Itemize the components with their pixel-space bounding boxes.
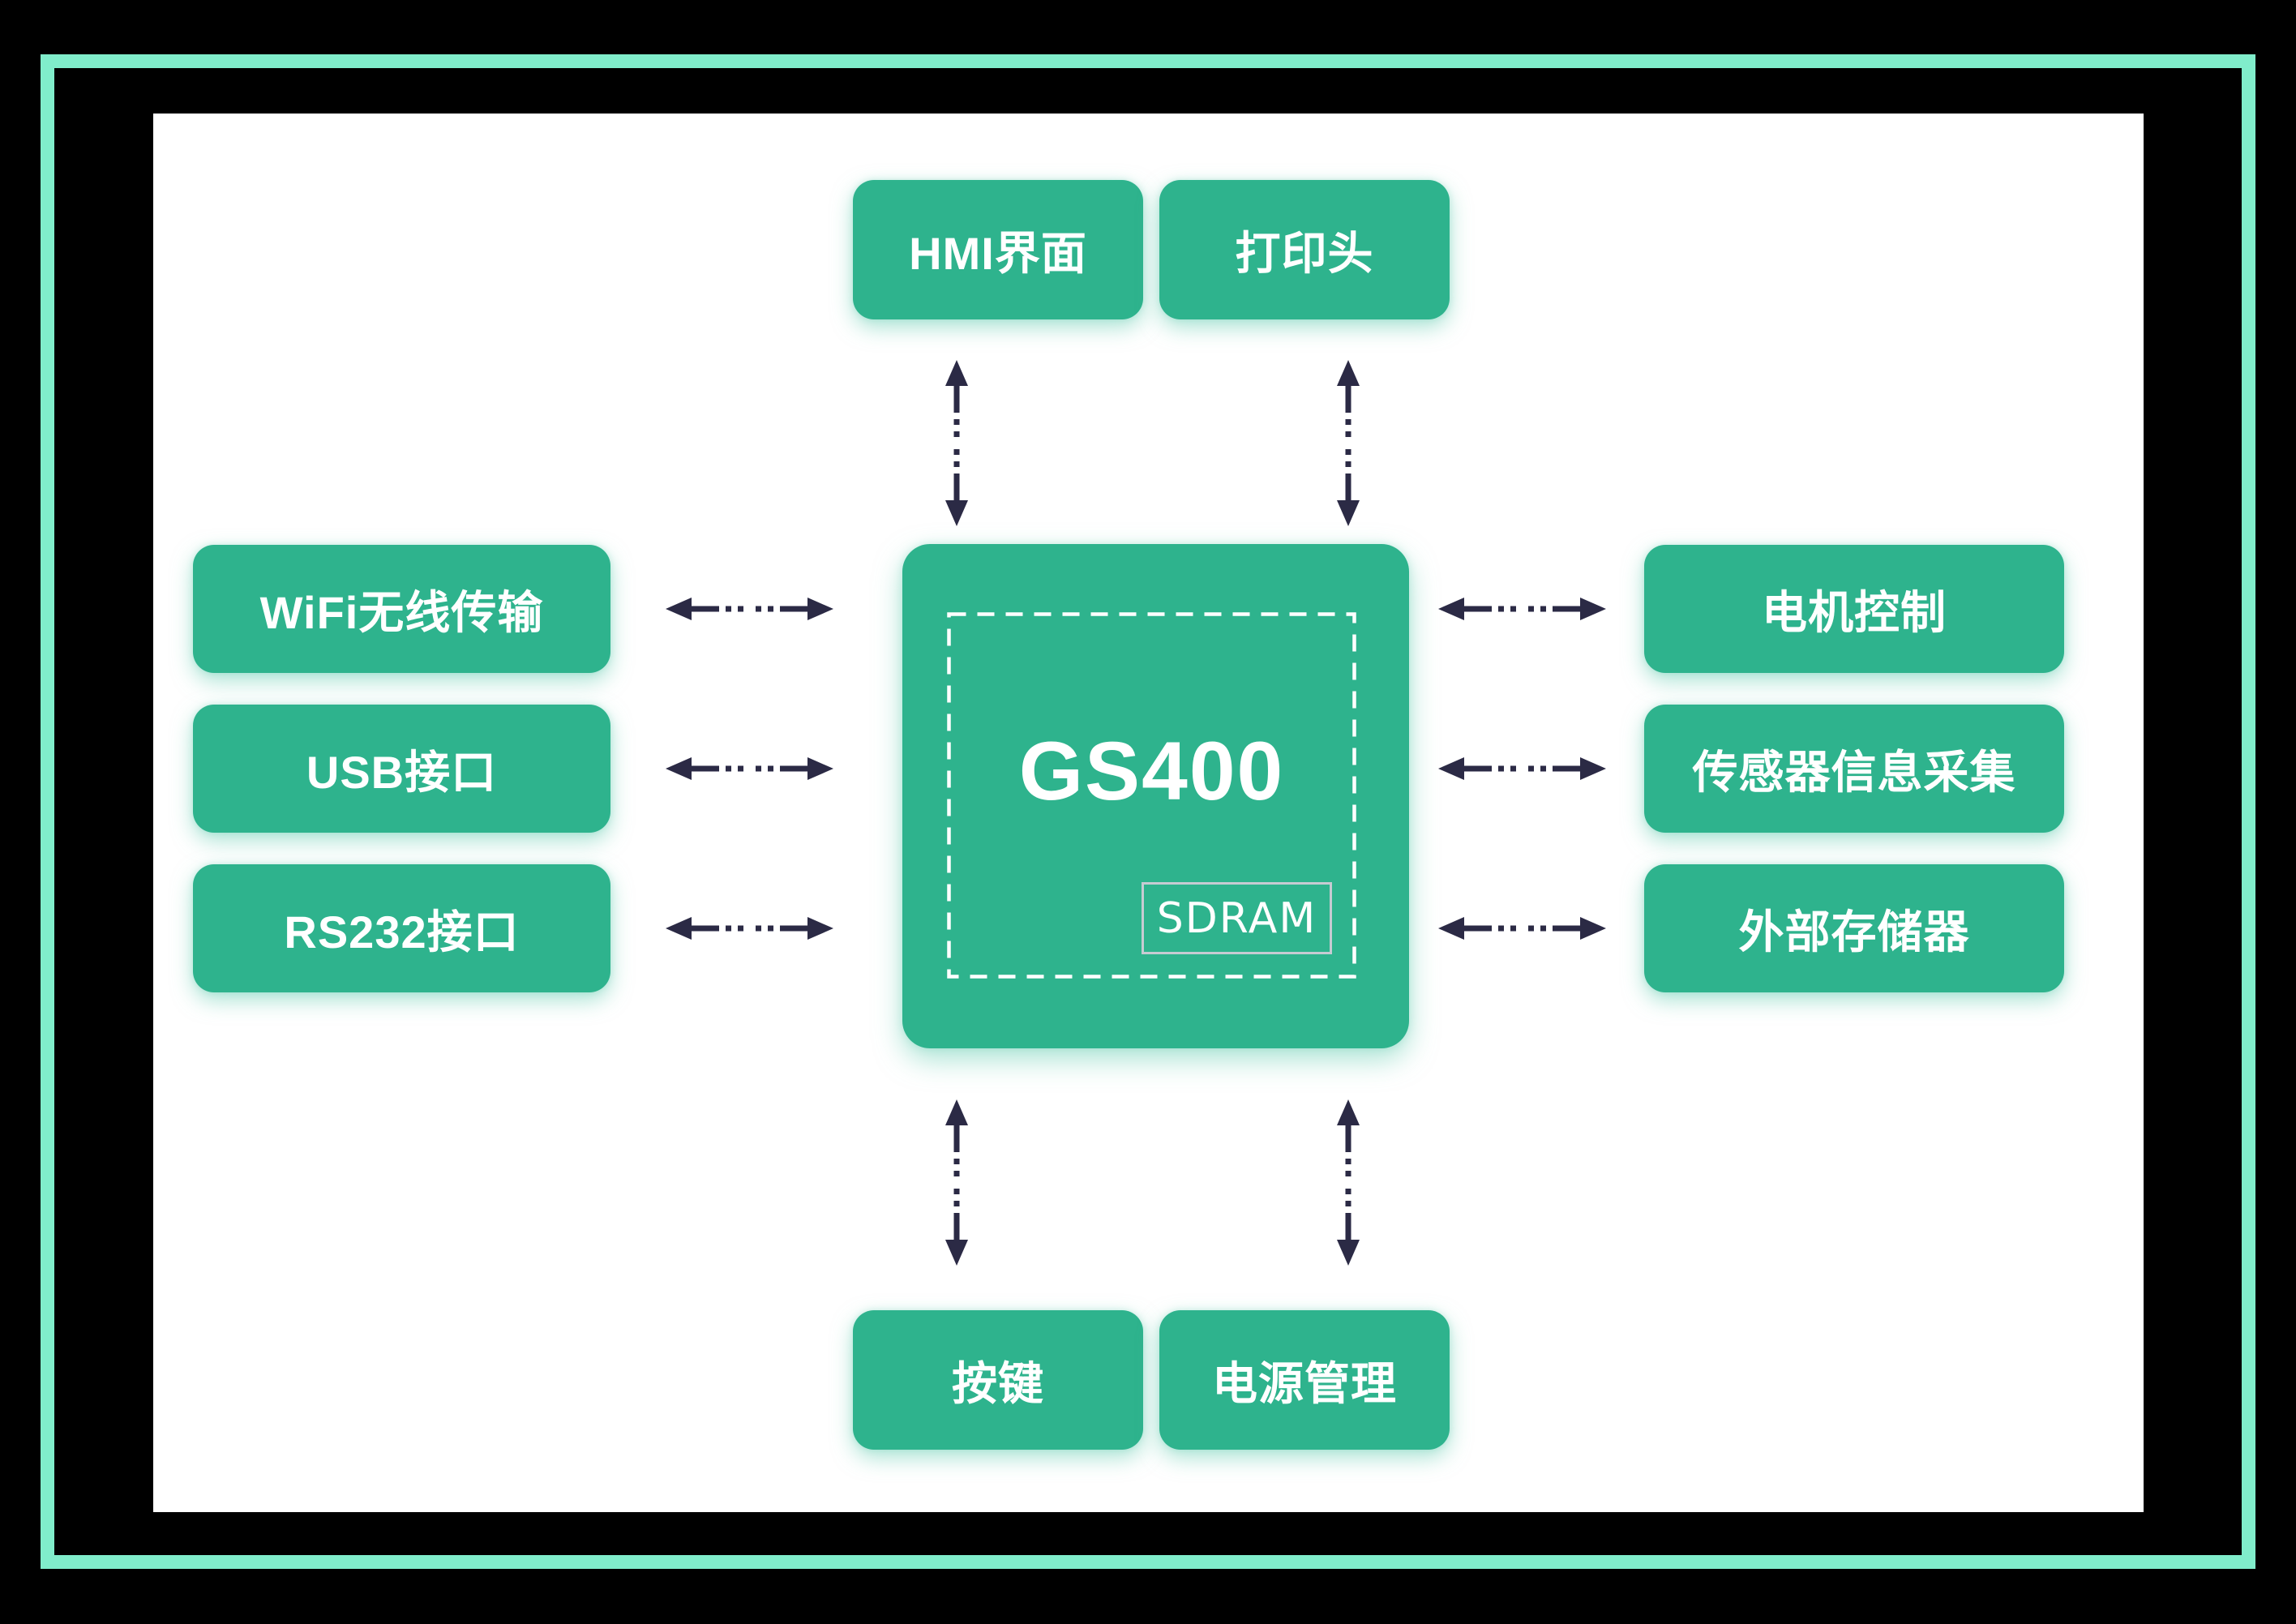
gs400-label: GS400 [1018, 724, 1285, 817]
node-keys: 按键 [853, 1310, 1143, 1450]
node-label: 传感器信息采集 [1692, 746, 2016, 798]
node-label: HMI界面 [909, 227, 1087, 279]
node-rs232-port: RS232接口 [193, 864, 610, 992]
node-label: 按键 [952, 1357, 1044, 1409]
arrow-gs400-storage [1438, 917, 1606, 940]
node-label: 外部存储器 [1738, 906, 1970, 958]
arrow-gs400-power [1337, 1099, 1360, 1266]
node-usb-port: USB接口 [193, 705, 610, 833]
node-print-head: 打印头 [1159, 180, 1450, 319]
arrow-usb-gs400 [666, 757, 833, 780]
arrow-gs400-keys [945, 1099, 968, 1266]
node-hmi-interface: HMI界面 [853, 180, 1143, 319]
arrow-printhead-gs400 [1337, 360, 1360, 526]
node-wifi-wireless: WiFi无线传输 [193, 545, 610, 673]
node-label: 电源管理 [1212, 1357, 1397, 1409]
node-label: USB接口 [306, 746, 498, 798]
arrow-wifi-gs400 [666, 598, 833, 620]
arrow-gs400-sensor [1438, 757, 1606, 780]
frame-border [41, 54, 2255, 1569]
node-label: WiFi无线传输 [259, 586, 544, 638]
node-gs400-chip: GS400 SDRAM [902, 544, 1409, 1048]
node-label: 电机控制 [1762, 586, 1947, 638]
node-power-management: 电源管理 [1159, 1310, 1450, 1450]
node-external-storage: 外部存储器 [1644, 864, 2064, 992]
node-label: 打印头 [1235, 227, 1374, 279]
node-sdram: SDRAM [1142, 882, 1332, 954]
node-motor-control: 电机控制 [1644, 545, 2064, 673]
arrow-rs232-gs400 [666, 917, 833, 940]
arrow-hmi-gs400 [945, 360, 968, 526]
node-label: RS232接口 [284, 906, 520, 958]
node-sensor-acquisition: 传感器信息采集 [1644, 705, 2064, 833]
arrow-gs400-motor [1438, 598, 1606, 620]
